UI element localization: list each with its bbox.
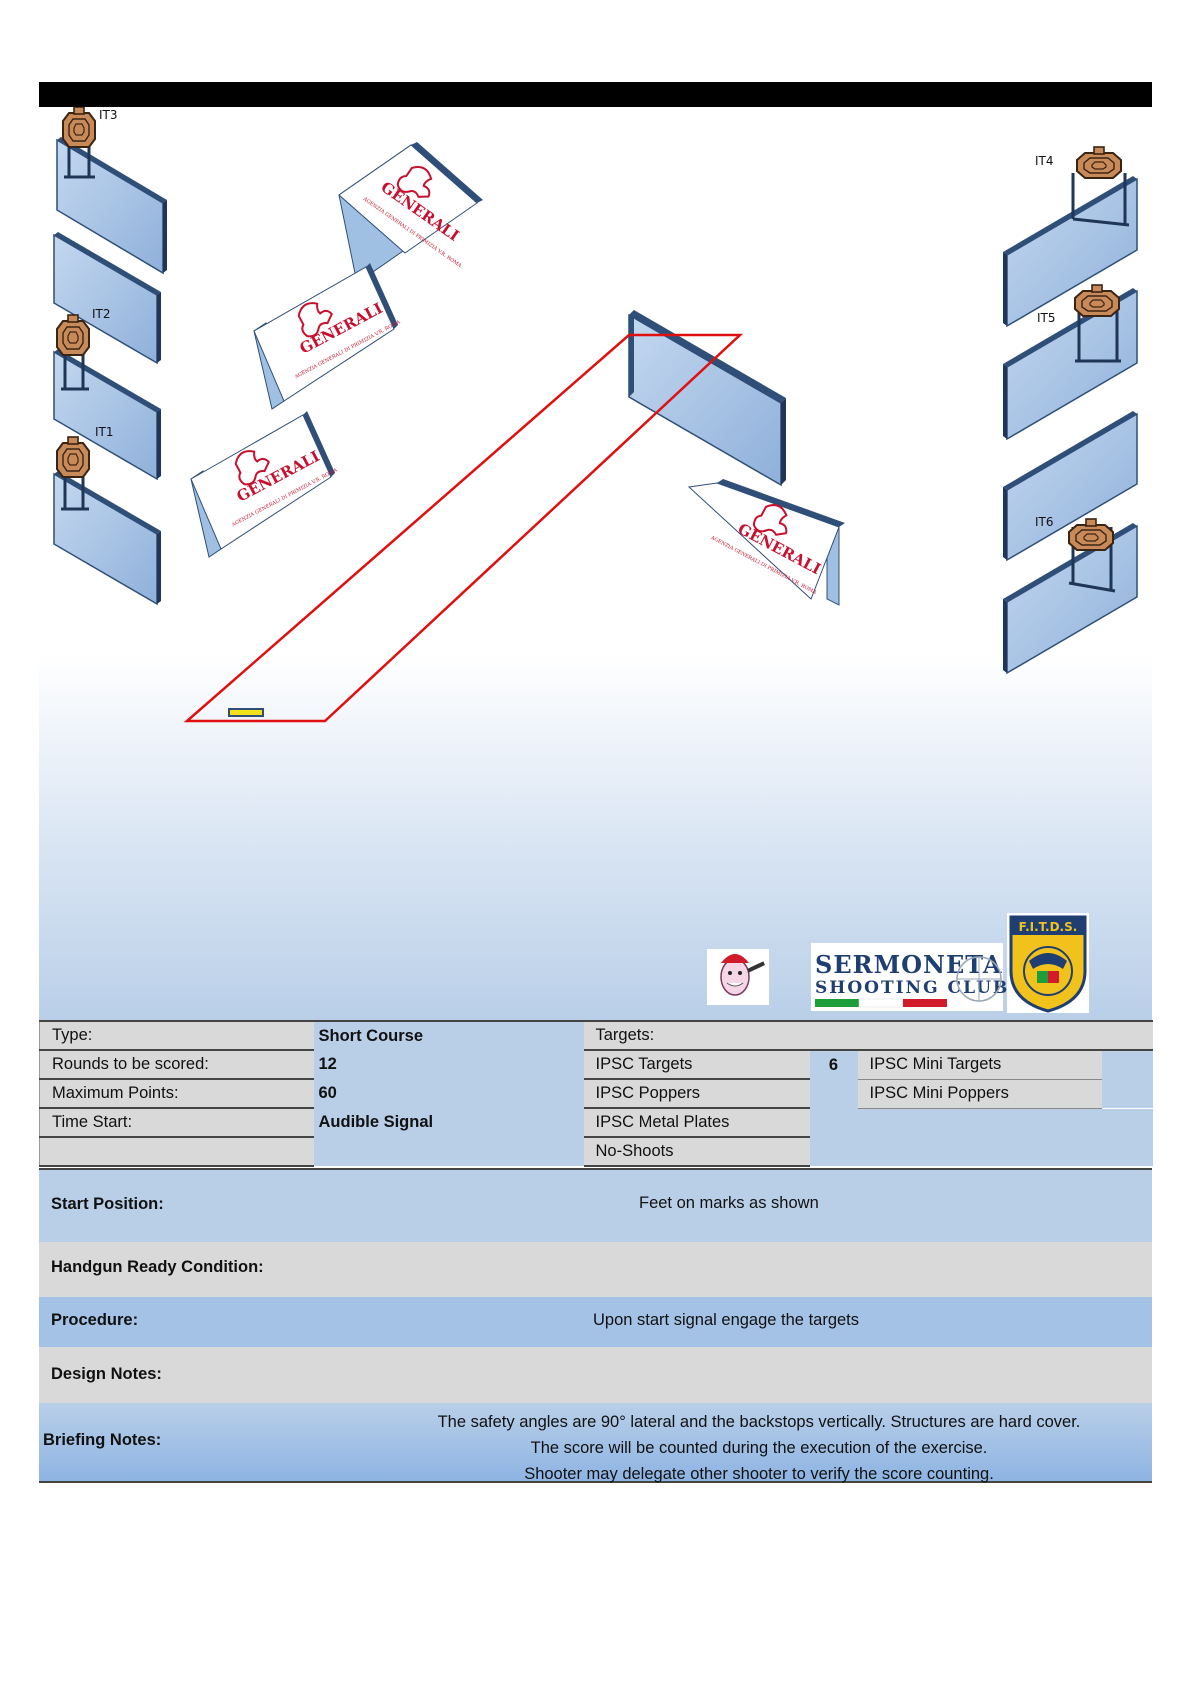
sponsor-banner-4: GENERALI AGENZIA GENERALI DI PRIMIZIA V.… xyxy=(687,479,845,606)
label-it4: IT4 xyxy=(1035,154,1054,168)
wall-center xyxy=(628,310,786,487)
wall-right-1 xyxy=(1003,176,1138,328)
ipsc-targets-value: 6 xyxy=(809,1050,858,1079)
ipsc-mini-targets-value xyxy=(1101,1050,1153,1079)
briefing-notes-text: The safety angles are 90° lateral and th… xyxy=(379,1409,1139,1487)
handgun-label: Handgun Ready Condition: xyxy=(51,1258,264,1276)
mascot-logo xyxy=(707,949,769,1005)
empty-cell-2 xyxy=(857,1137,1153,1166)
sermoneta-line1: SERMONETA xyxy=(815,950,1002,979)
briefing-notes-label: Briefing Notes: xyxy=(43,1431,162,1449)
procedure-label: Procedure: xyxy=(51,1311,139,1329)
target-it2: IT2 xyxy=(56,307,111,391)
wall-left-3 xyxy=(53,349,161,481)
stage-info-table: Type: Short Course Targets: Rounds to be… xyxy=(39,1020,1153,1167)
ipsc-poppers-value xyxy=(809,1079,858,1108)
empty-label-cell xyxy=(39,1137,314,1167)
ipsc-mini-targets-label: IPSC Mini Targets xyxy=(857,1050,1102,1080)
label-it5: IT5 xyxy=(1037,311,1056,325)
target-it6: IT6 xyxy=(1035,515,1116,593)
sermoneta-line2: SHOOTING CLUB xyxy=(815,978,1009,998)
stage-diagram: IT3 IT2 IT1 xyxy=(39,107,1152,1020)
targets-label: Targets: xyxy=(583,1020,1153,1051)
start-position-value: Feet on marks as shown xyxy=(639,1194,819,1212)
stage-scene: IT3 IT2 IT1 xyxy=(53,107,1138,1013)
points-label: Maximum Points: xyxy=(39,1079,314,1109)
sponsor-banner-2: GENERALI AGENZIA GENERALI DI PRIMIZIA V.… xyxy=(253,263,402,410)
handgun-row: Handgun Ready Condition: xyxy=(39,1242,1152,1297)
target-it1: IT1 xyxy=(56,425,114,511)
time-start-label: Time Start: xyxy=(39,1108,314,1138)
target-it4: IT4 xyxy=(1035,146,1130,227)
briefing-line-3: Shooter may delegate other shooter to ve… xyxy=(524,1465,994,1483)
type-value: Short Course xyxy=(313,1020,584,1050)
label-it6: IT6 xyxy=(1035,515,1054,529)
ipsc-poppers-label: IPSC Poppers xyxy=(583,1079,810,1109)
header-bar xyxy=(39,82,1152,107)
no-shoots-label: No-Shoots xyxy=(583,1137,810,1167)
stage-notes: Start Position: Feet on marks as shown H… xyxy=(39,1168,1152,1483)
design-notes-row: Design Notes: xyxy=(39,1347,1152,1403)
sponsor-banner-3: GENERALI AGENZIA GENERALI DI PRIMIZIA V.… xyxy=(190,411,339,558)
target-it3: IT3 xyxy=(62,107,118,179)
type-label: Type: xyxy=(39,1020,314,1051)
procedure-value: Upon start signal engage the targets xyxy=(593,1311,860,1329)
sponsor-banner-1: GENERALI AGENZIA GENERALI DI PRIMIZIA V.… xyxy=(338,142,483,284)
ipsc-metal-plates-label: IPSC Metal Plates xyxy=(583,1108,810,1138)
start-position-marker xyxy=(228,708,264,717)
empty-value-cell xyxy=(313,1137,584,1166)
rounds-label: Rounds to be scored: xyxy=(39,1050,314,1080)
start-position-label: Start Position: xyxy=(51,1195,164,1213)
start-position-row: Start Position: Feet on marks as shown xyxy=(39,1168,1152,1242)
label-it3: IT3 xyxy=(99,108,118,122)
target-it5: IT5 xyxy=(1037,284,1121,363)
wall-left-4 xyxy=(53,471,161,606)
briefing-notes-row: Briefing Notes: The safety angles are 90… xyxy=(39,1403,1152,1483)
label-it1: IT1 xyxy=(95,425,114,439)
sermoneta-logo: SERMONETA SHOOTING CLUB xyxy=(811,943,1009,1011)
briefing-line-2: The score will be counted during the exe… xyxy=(530,1439,988,1457)
fitds-title: F.I.T.D.S. xyxy=(1019,920,1078,934)
label-it2: IT2 xyxy=(92,307,111,321)
no-shoots-value xyxy=(809,1137,858,1166)
briefing-line-1: The safety angles are 90° lateral and th… xyxy=(437,1413,1081,1431)
fitds-logo: F.I.T.D.S. xyxy=(1007,913,1089,1013)
wall-left-2 xyxy=(53,232,161,365)
wall-left-1 xyxy=(56,137,167,275)
design-notes-label: Design Notes: xyxy=(51,1365,162,1383)
time-start-value: Audible Signal xyxy=(313,1108,584,1137)
wall-right-3 xyxy=(1003,411,1138,562)
ipsc-metal-plates-value xyxy=(809,1108,858,1137)
shooting-area xyxy=(183,333,744,723)
procedure-row: Procedure: Upon start signal engage the … xyxy=(39,1297,1152,1347)
rounds-value: 12 xyxy=(313,1050,584,1079)
ipsc-mini-poppers-value xyxy=(1101,1079,1153,1108)
empty-cell xyxy=(857,1108,1153,1137)
ipsc-targets-label: IPSC Targets xyxy=(583,1050,810,1080)
points-value: 60 xyxy=(313,1079,584,1108)
ipsc-mini-poppers-label: IPSC Mini Poppers xyxy=(857,1079,1102,1109)
